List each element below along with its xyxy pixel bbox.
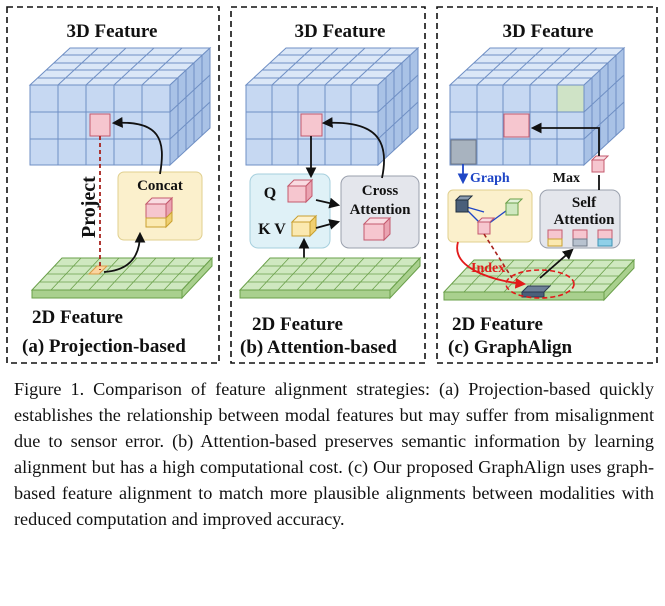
panel-c: 3D Feature Graph bbox=[436, 6, 658, 364]
panel-a-2d-highlight-cell bbox=[87, 265, 109, 275]
panel-b-3d-highlight-cell bbox=[300, 113, 323, 137]
panel-b-cross-label-2: Attention bbox=[350, 202, 411, 218]
panel-c-self-label-2: Attention bbox=[554, 212, 615, 228]
panel-c-index-label: Index bbox=[471, 261, 505, 276]
panel-b-2d-grid bbox=[238, 256, 422, 300]
panel-b-cross-cube bbox=[362, 216, 392, 242]
panel-b-bottom-label: 2D Feature bbox=[252, 314, 343, 335]
panel-c-graph-node-green bbox=[504, 198, 524, 216]
panel-a-3d-cube bbox=[28, 46, 212, 167]
panel-a-concat-label: Concat bbox=[137, 178, 183, 194]
panel-c-top-label: 3D Feature bbox=[503, 21, 594, 42]
panel-a-concat-cube bbox=[144, 196, 174, 229]
panel-c-max-to-3d-arrow bbox=[530, 122, 600, 156]
panel-c-2d-to-attention-arrow bbox=[539, 248, 574, 279]
panel-a-bottom-label: 2D Feature bbox=[32, 307, 123, 328]
panel-a-caption: (a) Projection-based bbox=[22, 336, 186, 357]
panel-c-graph-node-gray bbox=[454, 195, 474, 213]
panel-a: 3D Feature bbox=[6, 6, 220, 364]
panel-a-2d-to-concat-arrow bbox=[103, 231, 146, 273]
panel-c-border bbox=[436, 6, 658, 364]
panel-c-bottom-label: 2D Feature bbox=[452, 314, 543, 335]
panel-c-3d-gray-cell bbox=[450, 139, 477, 165]
panel-b-kv-cube bbox=[290, 214, 318, 238]
panel-a-concat-to-3d-arrow bbox=[111, 117, 163, 175]
panel-b-q-cube bbox=[286, 178, 314, 204]
panel-c-3d-green-cell bbox=[556, 84, 585, 113]
panel-a-top-label: 3D Feature bbox=[67, 21, 158, 42]
panel-b-q-label: Q bbox=[264, 185, 276, 202]
panel-a-border bbox=[6, 6, 220, 364]
panel-a-project-label: Project bbox=[78, 176, 100, 238]
figure-caption: Figure 1. Comparison of feature alignmen… bbox=[14, 379, 654, 529]
panel-b-top-label: 3D Feature bbox=[295, 21, 386, 42]
panel-c-graph-node-pink bbox=[476, 217, 496, 235]
panel-a-2d-grid bbox=[30, 256, 214, 300]
panel-c-max-cube bbox=[590, 155, 610, 173]
panel-b-attention-to-3d-arrow bbox=[321, 117, 385, 179]
panel-b-3d-cube bbox=[244, 46, 420, 167]
panel-a-3d-highlight-cell bbox=[89, 113, 111, 137]
panel-c-index-arrow bbox=[456, 241, 527, 289]
panel-c-2d-grid bbox=[442, 258, 636, 302]
panel-b-cross-label-1: Cross bbox=[362, 183, 399, 199]
panel-c-project-dashed-line bbox=[483, 233, 513, 279]
figure-diagram: 3D Feature bbox=[6, 6, 658, 364]
panel-b: 3D Feature Q K V bbox=[230, 6, 426, 364]
panel-c-graph-label: Graph bbox=[470, 171, 510, 186]
panel-c-self-label-1: Self bbox=[572, 195, 597, 211]
panel-c-3d-highlight-cell bbox=[503, 113, 530, 138]
panel-b-kv-label: K V bbox=[258, 221, 286, 238]
panel-b-kv-to-attention-arrow bbox=[315, 219, 341, 230]
panel-b-q-to-attention-arrow bbox=[315, 197, 341, 209]
panel-c-3d-cube bbox=[448, 46, 626, 167]
panel-c-index-ellipse bbox=[505, 269, 575, 299]
panel-b-cross-attention-box bbox=[340, 175, 420, 249]
panel-b-caption: (b) Attention-based bbox=[240, 337, 397, 358]
panel-c-max-label: Max bbox=[553, 171, 580, 186]
panel-c-caption: (c) GraphAlign bbox=[448, 337, 572, 358]
panel-c-self-attention-cubes bbox=[547, 229, 613, 247]
panel-b-border bbox=[230, 6, 426, 364]
